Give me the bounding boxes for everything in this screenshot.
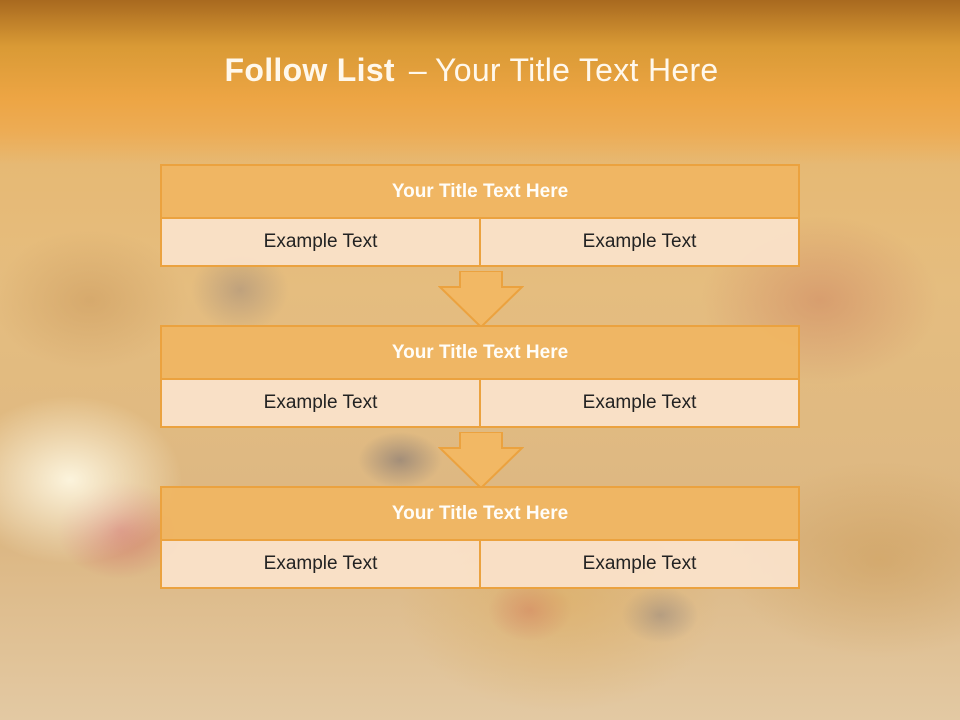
block-cell-left: Example Text	[160, 217, 481, 267]
title-text: Your Title Text Here	[435, 52, 719, 88]
list-block-3: Your Title Text Here Example Text Exampl…	[160, 486, 800, 589]
block-cell-right: Example Text	[479, 378, 800, 428]
down-arrow-icon	[438, 432, 524, 490]
block-row: Example Text Example Text	[160, 378, 800, 428]
block-cell-left: Example Text	[160, 378, 481, 428]
block-cell-right: Example Text	[479, 539, 800, 589]
block-cell-right: Example Text	[479, 217, 800, 267]
header-band	[0, 0, 960, 165]
block-row: Example Text Example Text	[160, 217, 800, 267]
down-arrow-icon	[438, 271, 524, 329]
block-cell-left: Example Text	[160, 539, 481, 589]
block-title: Your Title Text Here	[160, 486, 800, 541]
block-title: Your Title Text Here	[160, 325, 800, 380]
list-block-1: Your Title Text Here Example Text Exampl…	[160, 164, 800, 267]
block-title: Your Title Text Here	[160, 164, 800, 219]
block-row: Example Text Example Text	[160, 539, 800, 589]
slide-title: Follow List–Your Title Text Here	[0, 52, 943, 89]
title-bold: Follow List	[224, 52, 395, 88]
title-separator: –	[408, 52, 428, 88]
list-block-2: Your Title Text Here Example Text Exampl…	[160, 325, 800, 428]
